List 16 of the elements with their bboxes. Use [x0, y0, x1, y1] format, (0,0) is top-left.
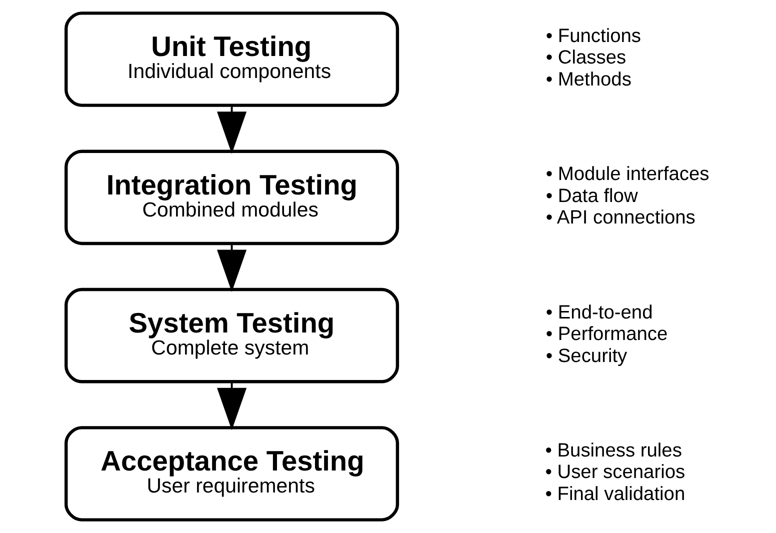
- node-label: • Module interfaces: [545, 164, 709, 186]
- node-label: • User scenarios: [544, 462, 685, 484]
- node-label: • Data flow: [545, 186, 638, 207]
- node-label: • Security: [545, 346, 627, 367]
- node-box: Integration Testing Combined modules: [64, 150, 399, 246]
- node-label: • Classes: [545, 48, 626, 69]
- node-label: • Functions: [545, 26, 641, 47]
- node-label: • Methods: [545, 69, 631, 90]
- node-label: • Final validation: [544, 484, 685, 505]
- node-label: • End-to-end: [545, 302, 652, 324]
- node-label: • Business rules: [544, 440, 682, 462]
- node-box: Unit Testing Individual components: [64, 12, 399, 107]
- node-box: System Testing Complete system: [64, 288, 399, 384]
- node-label: • API connections: [545, 208, 695, 229]
- node-label: • Performance: [545, 324, 668, 346]
- node-box: Acceptance Testing User requirements: [64, 426, 399, 522]
